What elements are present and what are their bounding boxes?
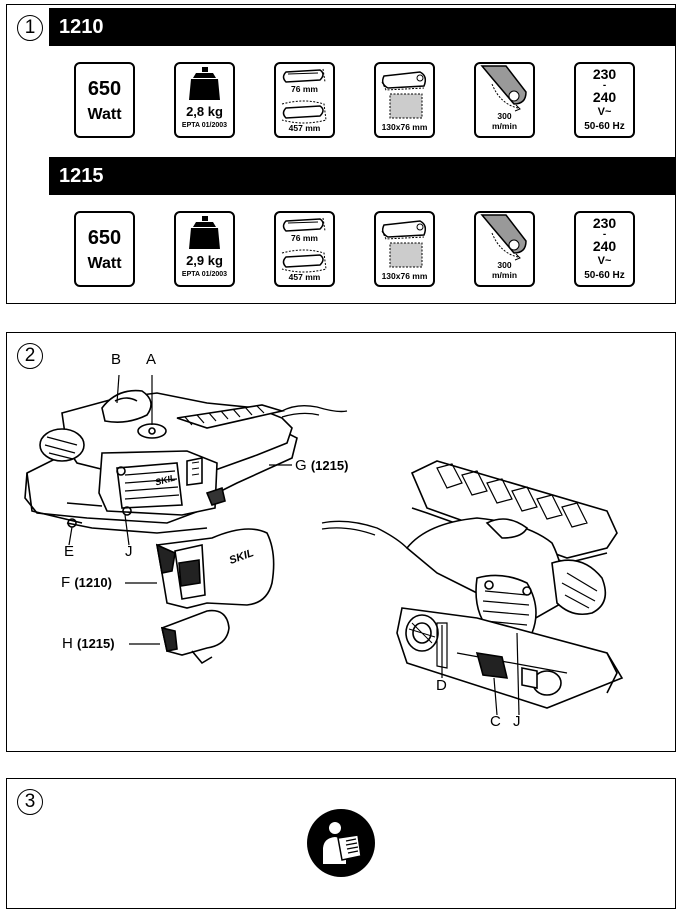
label-F: F (1210) [61, 574, 112, 591]
label-J-right: J [513, 713, 521, 730]
read-manual-icon [307, 809, 375, 877]
belt-speed-icon [480, 214, 527, 261]
spec-box-belt-1215: 76 mm 457 mm [274, 211, 335, 287]
speed-unit: m/min [491, 121, 518, 131]
speed-value: 300 [497, 260, 512, 270]
weight-value: 2,9 kg [186, 253, 223, 268]
belt-size-icon [281, 68, 327, 124]
sanding-plate-icon [381, 220, 427, 268]
model-bar-1215: 1215 [49, 157, 675, 195]
label-J-left: J [125, 543, 133, 560]
power-value: 650 [87, 227, 122, 249]
power-value: 650 [87, 78, 122, 100]
label-E: E [64, 543, 75, 560]
section-number-2: 2 [17, 343, 43, 369]
belt-width: 76 mm [291, 84, 318, 94]
spec-box-weight-1215: 2,9 kg EPTA 01/2003 [174, 211, 235, 287]
leader-lines [68, 374, 520, 716]
spec-box-plate-1215: 130x76 mm [374, 211, 435, 287]
voltage-high: 230 [592, 66, 617, 82]
spec-box-weight-1210: 2,8 kg EPTA 01/2003 [174, 62, 235, 138]
voltage-dash: - [602, 229, 607, 240]
spec-box-power-1210: 650 Watt [74, 62, 135, 138]
frequency: 50-60 Hz [584, 121, 625, 132]
model-bar-1210: 1210 [49, 8, 675, 46]
label-H: H (1215) [62, 635, 115, 652]
spec-box-speed-1215: 300 m/min [474, 211, 535, 287]
frequency: 50-60 Hz [584, 270, 625, 281]
weight-value: 2,8 kg [186, 104, 223, 119]
dust-bag-illustration [155, 528, 275, 609]
label-A: A [146, 351, 157, 368]
weight-icon [189, 67, 220, 100]
power-unit: Watt [87, 255, 122, 272]
voltage-high: 230 [592, 215, 617, 231]
sanding-plate-icon [381, 71, 427, 119]
section-number-1: 1 [17, 15, 43, 41]
belt-length: 457 mm [288, 123, 321, 133]
sander-top-view [24, 389, 348, 534]
belt-speed-icon [480, 65, 527, 112]
section-number-3: 3 [17, 789, 43, 815]
sander-illustration [24, 374, 624, 716]
spec-box-voltage-1215: 230 - 240 V~ 50-60 Hz [574, 211, 635, 287]
belt-size-icon [281, 217, 327, 273]
speed-unit: m/min [491, 270, 518, 280]
weight-note: EPTA 01/2003 [181, 271, 228, 278]
label-C: C [490, 713, 501, 730]
spec-box-power-1215: 650 Watt [74, 211, 135, 287]
voltage-dash: - [602, 80, 607, 91]
voltage-unit: V~ [597, 106, 612, 118]
weight-icon [189, 216, 220, 249]
plate-size: 130x76 mm [381, 122, 428, 132]
voltage-low: 240 [592, 238, 617, 254]
spec-box-speed-1210: 300 m/min [474, 62, 535, 138]
plate-size: 130x76 mm [381, 271, 428, 281]
speed-value: 300 [497, 111, 512, 121]
label-G: G (1215) [295, 457, 349, 474]
label-D: D [436, 677, 447, 694]
voltage-unit: V~ [597, 255, 612, 267]
weight-note: EPTA 01/2003 [181, 122, 228, 129]
parts-panel: 2 [6, 332, 676, 752]
label-B: B [111, 351, 122, 368]
manual-panel: 3 [6, 778, 676, 909]
belt-length: 457 mm [288, 272, 321, 282]
sander-bottom-view [321, 460, 624, 709]
spec-box-belt-1210: 76 mm 457 mm [274, 62, 335, 138]
power-unit: Watt [87, 106, 122, 123]
spec-box-voltage-1210: 230 - 240 V~ 50-60 Hz [574, 62, 635, 138]
spec-box-plate-1210: 130x76 mm [374, 62, 435, 138]
belt-width: 76 mm [291, 233, 318, 243]
dust-adapter-illustration [160, 609, 230, 665]
voltage-low: 240 [592, 89, 617, 105]
